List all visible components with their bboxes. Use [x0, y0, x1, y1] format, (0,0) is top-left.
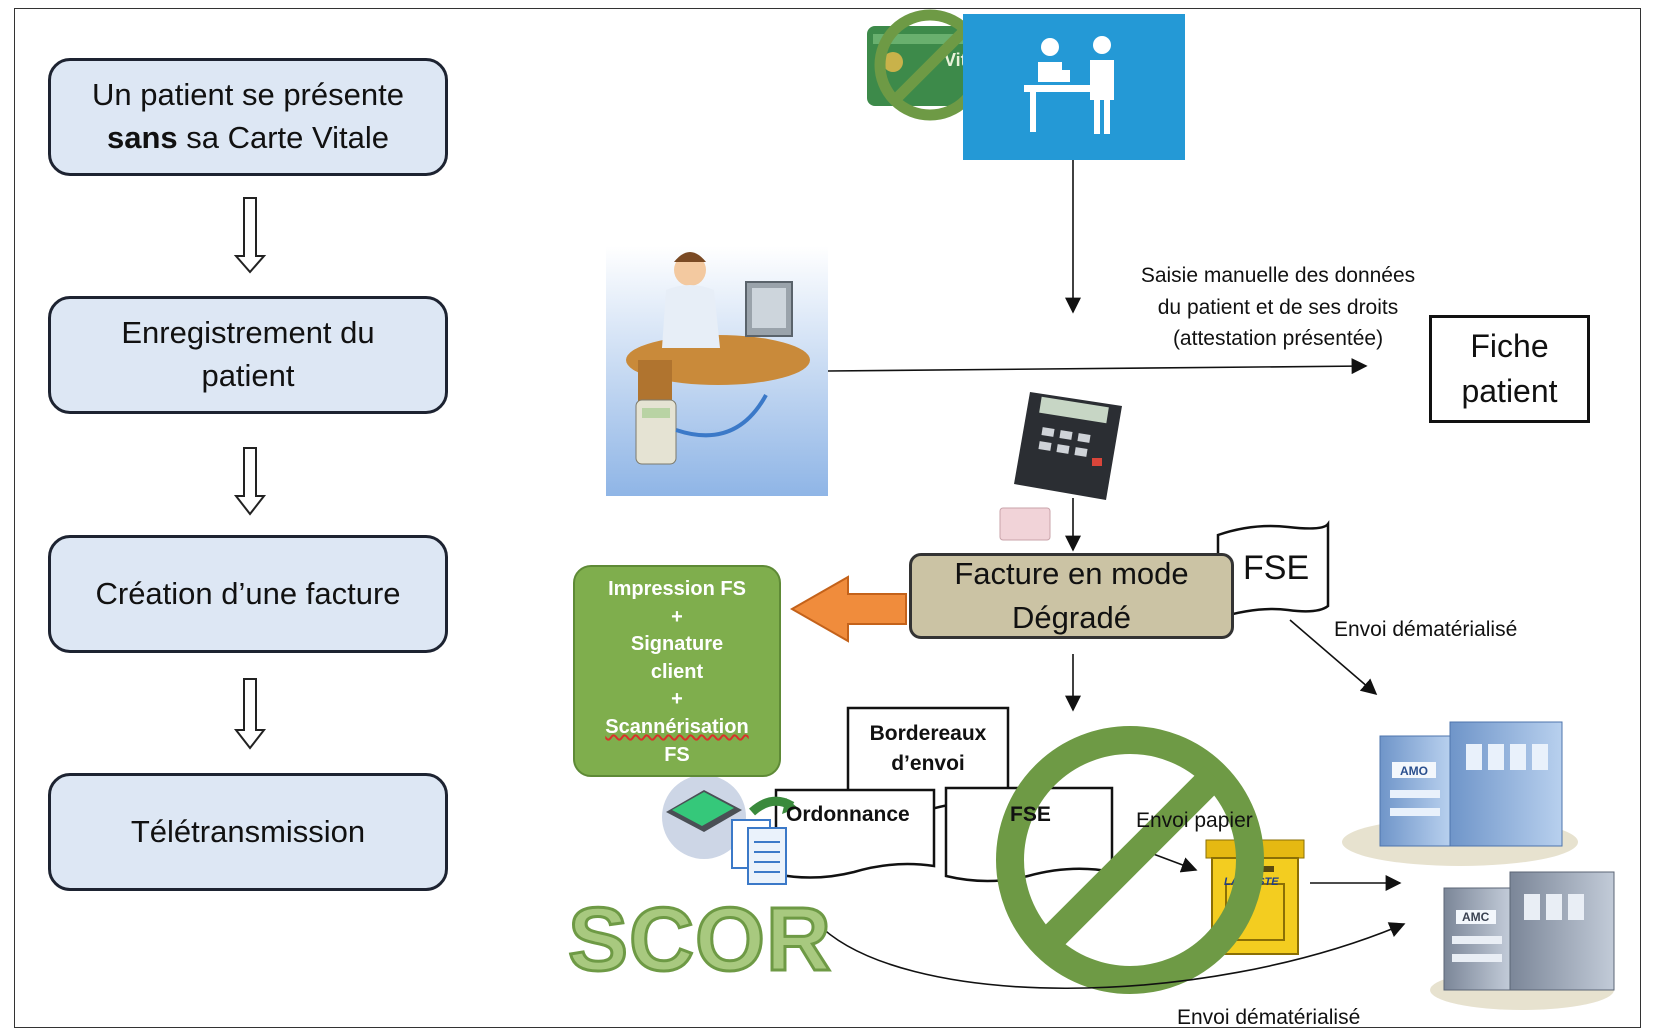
step-3-label: Création d’une facture — [95, 575, 401, 611]
facture-line-2: Dégradé — [1012, 600, 1131, 635]
saisie-annotation: Saisie manuelle des données du patient e… — [1112, 260, 1444, 355]
building-amo-label: AMO — [1400, 764, 1428, 778]
medical-secretary-illustration — [606, 246, 828, 496]
building-amc-icon — [1430, 871, 1615, 1010]
hollow-down-arrow-1 — [233, 197, 267, 274]
hollow-down-arrow-2 — [233, 447, 267, 516]
building-amo-icon — [1342, 721, 1578, 866]
envoi-papier-label: Envoi papier — [1136, 809, 1253, 832]
forbidden-paper-icon — [996, 726, 1264, 994]
fse-flag-shape — [1216, 520, 1330, 620]
step-4-label: Télétransmission — [130, 813, 366, 849]
step-teletransmission: Télétransmission — [48, 773, 448, 891]
step-2-label: Enregistrement du patient — [121, 315, 375, 393]
hollow-down-arrow-3 — [233, 678, 267, 750]
green-line-5: FS — [664, 743, 690, 766]
fiche-patient-box: Fiche patient — [1429, 315, 1590, 423]
green-line-4: Scannérisation — [605, 715, 749, 738]
green-line-3: client — [650, 660, 704, 683]
step-1-rest: sa Carte Vitale — [177, 120, 390, 155]
fse-paper-document — [944, 786, 1114, 883]
scor-label: SCOR — [566, 890, 833, 990]
green-plus-1: + — [671, 605, 683, 628]
green-plus-2: + — [671, 688, 683, 711]
step-1-bold: sans — [106, 120, 178, 155]
envoi-dematerialise-bottom: Envoi dématérialisé — [1177, 1006, 1361, 1029]
card-terminal-icon — [999, 392, 1122, 541]
fiche-line-2: patient — [1461, 373, 1558, 409]
fse-doc-label: FSE — [1010, 803, 1051, 826]
facture-line-1: Facture en mode — [954, 555, 1189, 591]
scanner-icon — [662, 775, 798, 885]
green-line-2: Signature — [630, 633, 724, 656]
saisie-line-2: du patient et de ses droits — [1157, 295, 1399, 319]
ordonnance-label: Ordonnance — [786, 803, 910, 826]
green-line-1: Impression FS — [608, 578, 746, 600]
reception-desk-icon — [963, 14, 1185, 160]
step-1-line-1: Un patient se présente — [92, 77, 404, 113]
diagram-frame — [14, 8, 1641, 1028]
step-creation-facture: Création d’une facture — [48, 535, 448, 653]
saisie-line-1: Saisie manuelle des données — [1140, 264, 1416, 287]
step-patient-sans-carte: Un patient se présente sans sa Carte Vit… — [48, 58, 448, 176]
impression-scan-box: Impression FS + Signature client + Scann… — [573, 565, 781, 777]
ordonnance-document — [774, 788, 936, 879]
bordereaux-line-2: d’envoi — [891, 752, 965, 776]
fiche-line-1: Fiche — [1470, 328, 1549, 365]
step-enregistrement: Enregistrement du patient — [48, 296, 448, 414]
building-amc-label: AMC — [1462, 910, 1490, 924]
bordereaux-line-1: Bordereaux — [869, 722, 987, 745]
saisie-line-3: (attestation présentée) — [1172, 327, 1384, 350]
envoi-dematerialise-top: Envoi dématérialisé — [1334, 618, 1518, 641]
bordereaux-label: Bordereaux d’envoi — [852, 719, 1004, 780]
fse-flag-label: FSE — [1243, 549, 1310, 587]
orange-left-arrow — [789, 575, 907, 643]
